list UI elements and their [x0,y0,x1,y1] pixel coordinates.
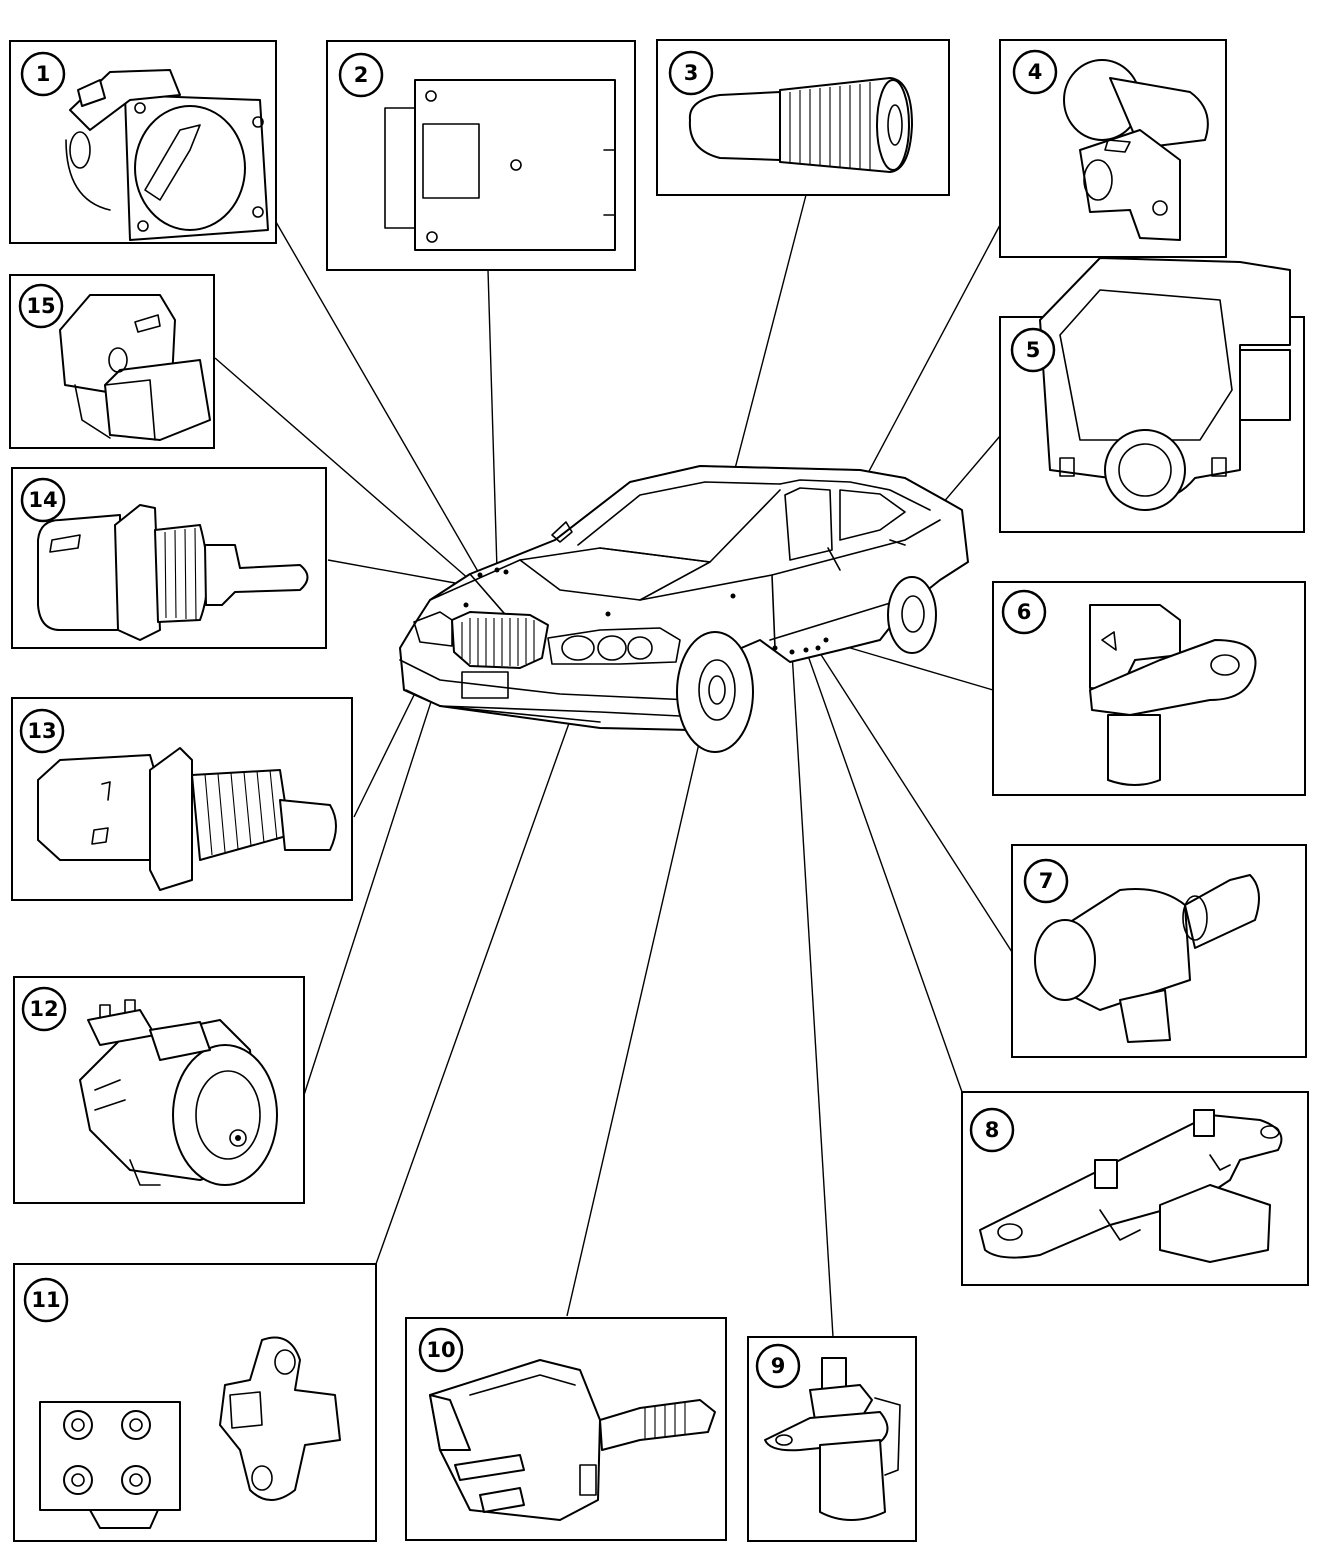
callout-label-8: 8 [985,1118,1000,1142]
panel-4 [999,39,1227,258]
callout-label-5: 5 [1026,338,1041,362]
callout-label-11: 11 [31,1288,60,1312]
callout-badge-13: 13 [19,708,65,754]
front-wheel [676,631,754,753]
callout-label-15: 15 [26,294,55,318]
leader-8 [805,649,963,1093]
rear-wheel [887,576,937,654]
callout-badges: 1 2 3 4 5 6 7 8 [18,49,1069,1389]
callout-badge-1: 1 [20,51,66,97]
callout-label-9: 9 [771,1354,786,1378]
callout-label-14: 14 [28,488,57,512]
leader-1 [275,221,481,576]
callout-badge-10: 10 [418,1327,464,1373]
callout-badge-6: 6 [1001,589,1047,635]
callout-label-1: 1 [36,62,51,86]
callout-label-3: 3 [684,61,699,85]
car-grille [451,611,549,669]
leader-9 [791,651,834,1338]
panel-5 [999,257,1305,533]
panel-13 [11,697,353,901]
callout-badge-2: 2 [338,52,384,98]
leader-15 [214,357,471,581]
callout-label-13: 13 [27,719,56,743]
callout-badge-5: 5 [1010,327,1056,373]
callout-badge-11: 11 [23,1277,69,1323]
leader-14 [327,559,456,584]
callout-badge-9: 9 [755,1343,801,1389]
panel-11 [13,1263,377,1542]
callout-label-7: 7 [1039,869,1054,893]
panel-8 [961,1091,1309,1286]
callout-label-12: 12 [29,997,58,1021]
callout-label-6: 6 [1017,600,1032,624]
leader-6 [839,644,994,691]
panel-15 [9,274,215,449]
car-illustration [399,465,969,753]
callout-badge-3: 3 [668,50,714,96]
callout-badge-15: 15 [18,283,64,329]
panel-14 [11,467,327,649]
callout-badge-4: 4 [1012,49,1058,95]
leader-2 [487,269,498,571]
callout-label-10: 10 [426,1338,455,1362]
callout-badge-12: 12 [21,986,67,1032]
callout-label-4: 4 [1028,60,1043,84]
callout-label-2: 2 [354,63,369,87]
panel-2 [326,40,636,271]
callout-badge-7: 7 [1023,858,1069,904]
panel-3 [656,39,950,196]
callout-badge-8: 8 [969,1107,1015,1153]
leader-7 [817,649,1013,953]
callout-badge-14: 14 [20,477,66,523]
